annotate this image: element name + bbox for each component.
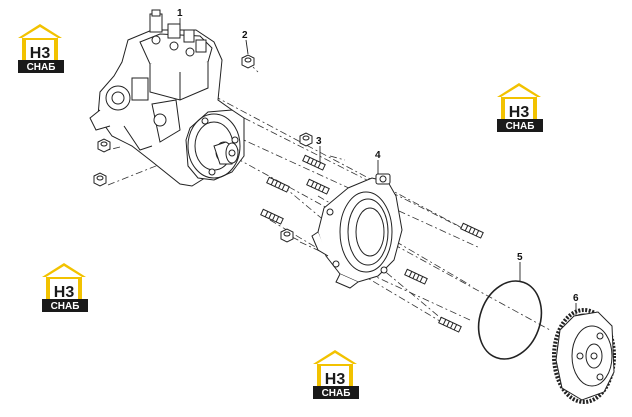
watermark-logo-top-left: Н3 СНАБ <box>18 24 64 73</box>
stud-item <box>438 316 462 333</box>
stud-item <box>302 154 326 171</box>
part-pump-drive-gear <box>552 308 616 404</box>
watermark-sub: СНАБ <box>506 121 535 132</box>
watermark-logo-top-right: Н3 СНАБ <box>497 83 543 132</box>
watermark-letters: Н3 <box>509 104 530 121</box>
nut-item <box>280 228 294 243</box>
callout-2: 2 <box>242 30 248 41</box>
assembly-lines <box>103 59 551 331</box>
watermark-logo-bottom-center: Н3 СНАБ <box>313 350 359 399</box>
part-o-ring <box>477 280 543 360</box>
nut-item <box>241 54 255 69</box>
callout-4: 4 <box>375 150 381 161</box>
callout-6: 6 <box>573 293 579 304</box>
callout-3: 3 <box>316 136 322 147</box>
stud-item <box>266 176 290 193</box>
callout-leaders <box>179 18 577 316</box>
part-pump-housing-adapter <box>311 173 403 289</box>
part-studs <box>260 154 484 333</box>
watermark-letters: Н3 <box>54 284 75 301</box>
watermark-sub: СНАБ <box>51 301 80 312</box>
nut-item <box>299 132 313 147</box>
watermark-logo-mid-left: Н3 СНАБ <box>42 263 88 312</box>
stud-item <box>460 222 484 239</box>
watermark-letters: Н3 <box>325 371 346 388</box>
part-fuel-injection-pump <box>89 9 245 187</box>
stud-item <box>404 268 428 285</box>
watermark-sub: СНАБ <box>27 62 56 73</box>
watermark-letters: Н3 <box>30 45 51 62</box>
watermark-sub: СНАБ <box>322 388 351 399</box>
callout-1: 1 <box>177 8 183 19</box>
nut-item <box>93 172 107 187</box>
callout-5: 5 <box>517 252 523 263</box>
callout-labels: 1 2 3 4 5 6 <box>177 8 579 304</box>
nut-item <box>97 138 111 153</box>
stud-item <box>260 208 284 225</box>
part-nuts <box>93 54 313 243</box>
stud-item <box>306 178 330 195</box>
